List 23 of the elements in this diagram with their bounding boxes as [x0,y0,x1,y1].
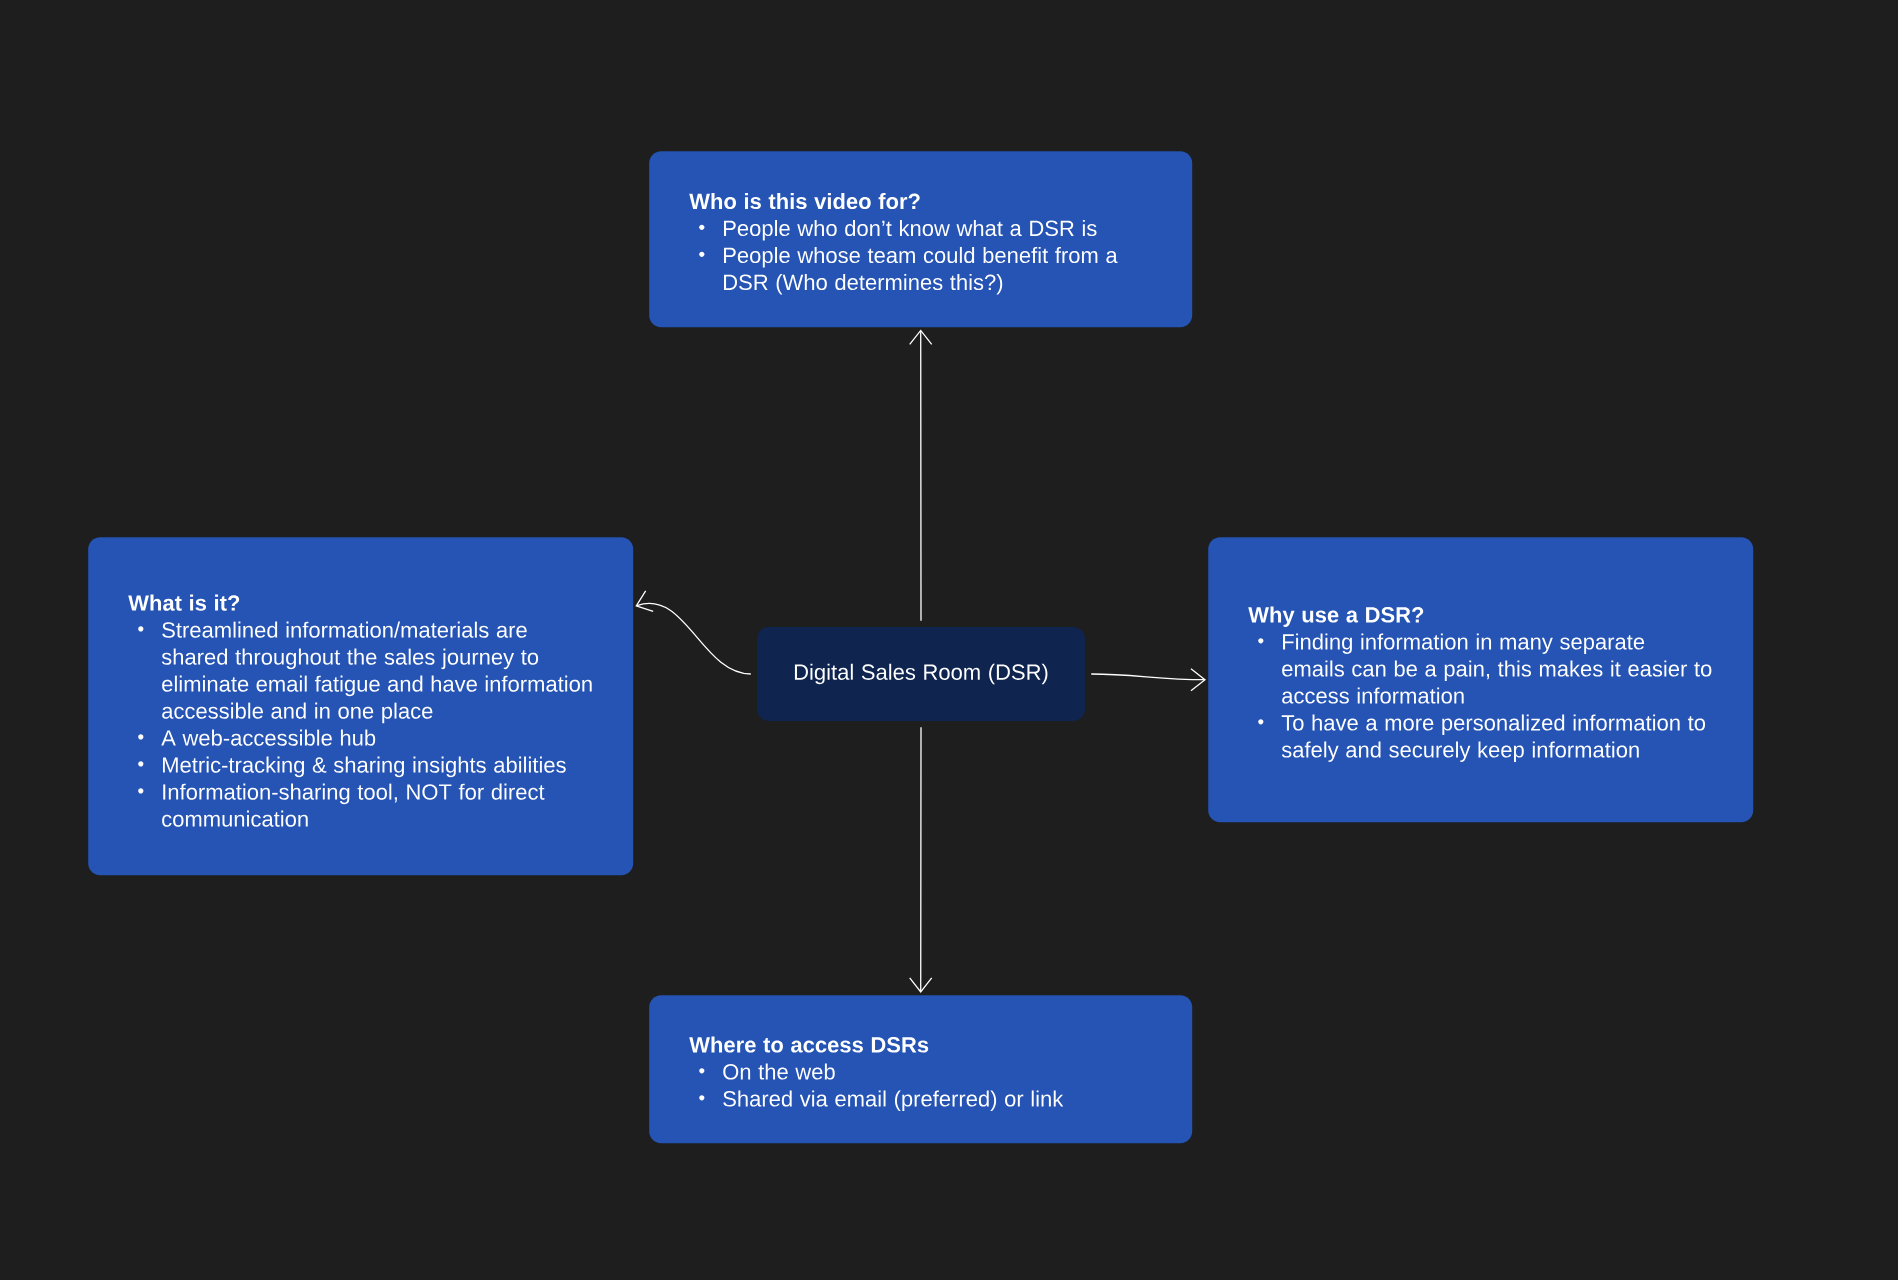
arrow [909,329,933,622]
info-box [88,537,634,876]
arrow [635,590,752,675]
info-box [649,151,1193,328]
info-box [1208,537,1754,823]
bullet-item: Information-sharing tool, NOT for direct communication [138,783,545,827]
center-box: Digital Sales Room (DSR) [757,627,1085,721]
arrow [1090,668,1206,692]
bullet-item: Finding information in many separate emails can be a pain, this makes it easier to access information [1258,633,1712,704]
bullet-item: A web-accessible hub [138,729,376,746]
bullet-item: Metric-tracking & sharing insights abilities [138,756,566,778]
bullet-item: People who don’t know what a DSR is [699,219,1097,241]
bullet-item: People whose team could benefit from a DSR (Who determines this?) [699,246,1118,295]
bullet-item: Streamlined information/materials are shared throughout the sales journey to eliminate email fatigue and have information accessible and in one place [138,621,592,724]
box-heading: Why use a DSR? [1248,606,1424,627]
box-heading: Where to access DSRs [689,1036,929,1053]
arrow [909,726,933,993]
box-heading: Who is this video for? [689,192,920,210]
bullet-item: Shared via email (preferred) or link [699,1090,1064,1111]
bullet-item: On the web [699,1063,835,1080]
info-box [649,995,1193,1144]
box-heading: What is it? [128,594,240,611]
bullet-item: To have a more personalized information to safely and securely keep information [1258,714,1706,762]
